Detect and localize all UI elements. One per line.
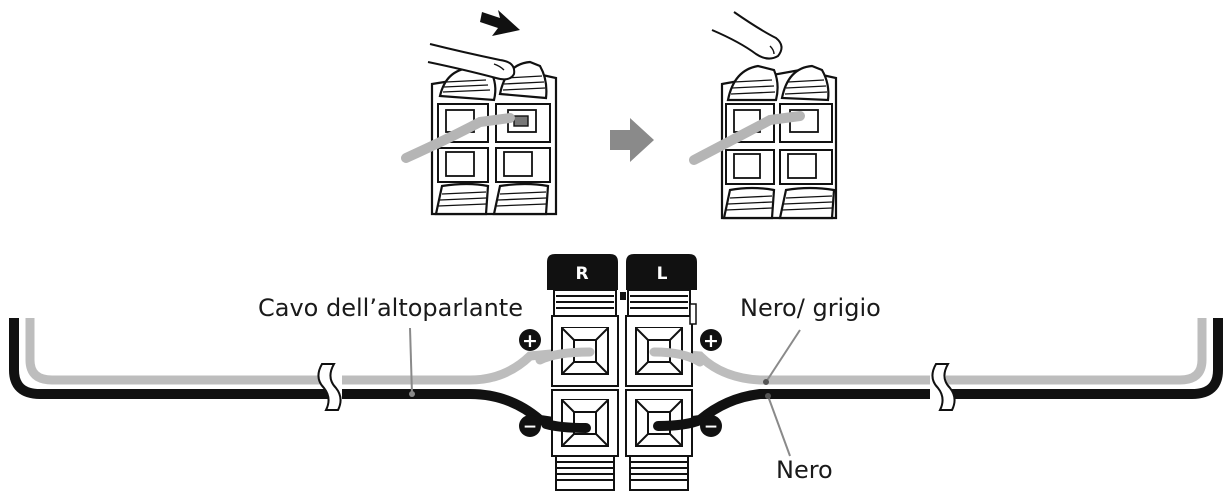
svg-text:−: − [523,417,537,437]
speaker-cable-leader [409,327,413,395]
terminal-left [625,289,693,491]
terminal-clip-released-illustration [689,11,838,220]
right-arrow-icon [610,118,654,162]
negative-marker-right: − [519,415,541,437]
cable-break-icon [317,363,342,411]
tab-label-right: R [575,264,588,284]
positive-marker-right: + [519,329,541,352]
black-leader [767,395,791,457]
svg-text:+: + [522,330,538,352]
terminal-clip-press-illustration [401,10,558,216]
svg-text:+: + [703,330,719,352]
speaker-cable [9,318,1223,431]
press-arrow-icon [480,10,520,36]
terminal-right [551,289,619,491]
tab-label-left: L [657,264,668,284]
cable-break-icon [931,363,956,411]
svg-text:−: − [704,417,718,437]
negative-marker-left: − [700,415,722,437]
black-label: Nero [776,456,833,484]
black-grey-leader [765,329,801,383]
terminal-tab-left: L [626,254,697,290]
black-grey-label: Nero/ grigio [740,294,881,322]
positive-marker-left: + [700,329,722,352]
speaker-cable-label: Cavo dell’altoparlante [258,294,523,322]
terminal-tab-right: R [547,254,618,290]
